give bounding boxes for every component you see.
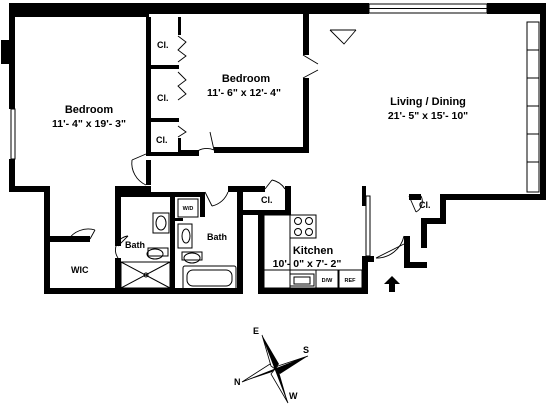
- compass-south: S: [303, 345, 309, 355]
- bedroom-center-name: Bedroom: [222, 73, 271, 85]
- wic-name: WIC: [71, 265, 89, 275]
- closet-label: Cl.: [156, 135, 168, 145]
- fixtures: [120, 198, 363, 291]
- closet-label: Cl.: [157, 93, 169, 103]
- living-dining-name: Living / Dining: [390, 96, 466, 108]
- bedroom-left-dims: 11'- 4" x 19'- 3": [52, 118, 126, 130]
- refrigerator-label: REF: [345, 278, 357, 284]
- closet-label: Cl.: [419, 200, 431, 210]
- compass-rose: E S N W: [234, 326, 309, 404]
- kitchen-dims: 10'- 0" x 7'- 2": [273, 258, 342, 270]
- compass-north: N: [234, 377, 241, 387]
- closet-label: Cl.: [261, 195, 273, 205]
- bath-right-name: Bath: [207, 232, 227, 242]
- compass-west: W: [289, 391, 298, 401]
- dishwasher-label: D/W: [322, 278, 334, 284]
- compass-east: E: [253, 326, 259, 336]
- closet-label: Cl.: [157, 40, 169, 50]
- bedroom-center-dims: 11'- 6" x 12'- 4": [207, 87, 281, 99]
- kitchen-name: Kitchen: [293, 245, 334, 257]
- walls: [1, 3, 546, 294]
- doors: [67, 29, 423, 259]
- bedroom-left-name: Bedroom: [65, 104, 114, 116]
- bath-left-name: Bath: [125, 240, 145, 250]
- entry-arrow-icon: [384, 276, 400, 292]
- room-labels: Bedroom 11'- 4" x 19'- 3" Bedroom 11'- 6…: [52, 40, 468, 284]
- living-dining-dims: 21'- 5" x 15'- 10": [388, 110, 468, 122]
- washer-dryer-label: W/D: [183, 206, 194, 212]
